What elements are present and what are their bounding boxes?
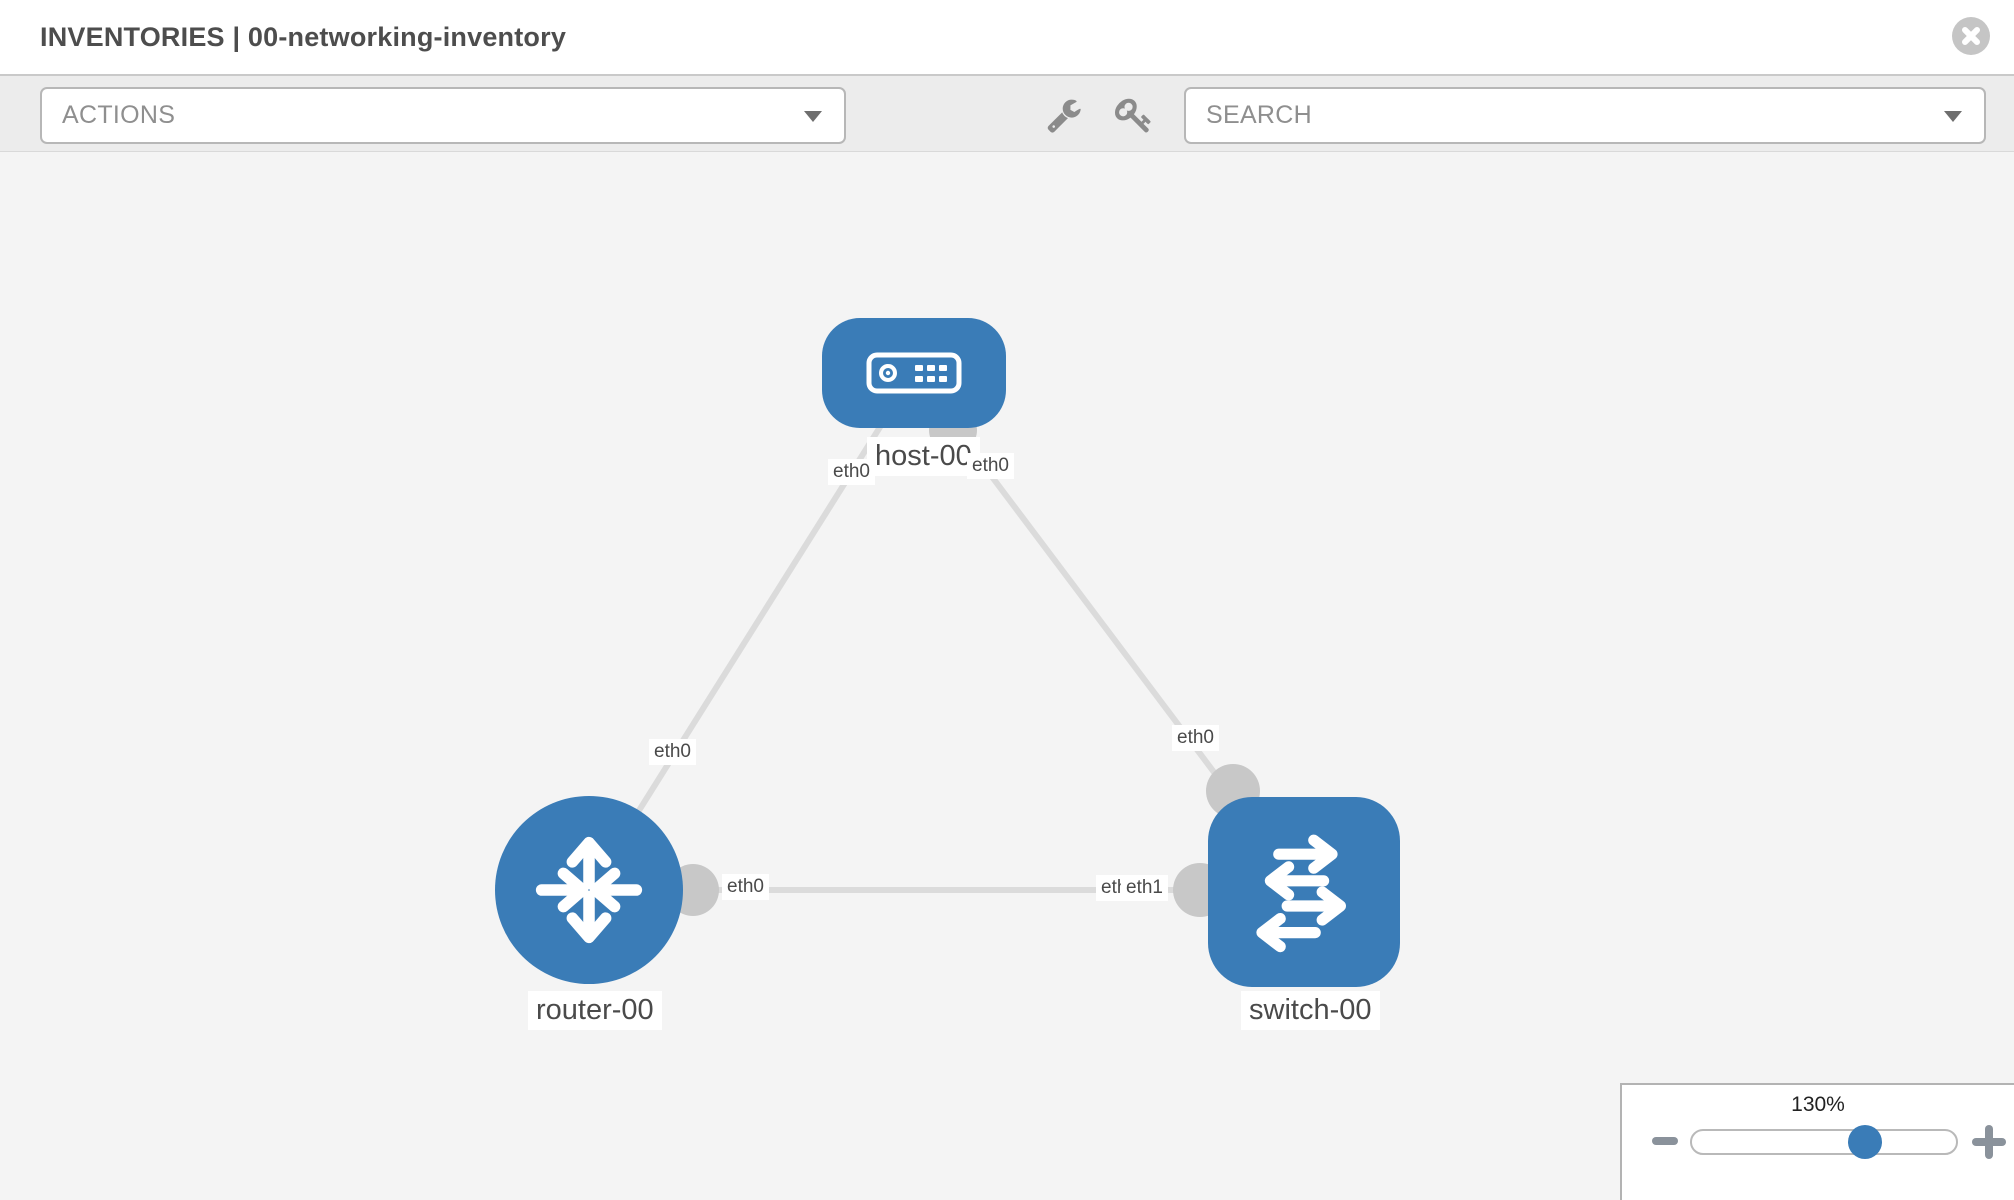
caret-down-icon: [804, 111, 822, 122]
topology-canvas[interactable]: host-00 router-00 switch-00 eth0 eth0 et…: [0, 153, 2014, 1200]
node-switch-00[interactable]: [1208, 797, 1400, 987]
zoom-slider-track[interactable]: [1690, 1129, 1958, 1155]
zoom-out-button[interactable]: [1652, 1137, 1678, 1145]
wrench-icon: [1046, 99, 1082, 136]
interface-label: eth1: [1121, 875, 1168, 901]
interface-label: eth0: [722, 874, 769, 900]
search-dropdown-label: SEARCH: [1206, 101, 1312, 129]
search-dropdown[interactable]: SEARCH: [1184, 87, 1986, 144]
interface-label: eth0: [649, 739, 696, 765]
node-router-00[interactable]: [495, 796, 683, 984]
actions-dropdown-label: ACTIONS: [62, 101, 176, 129]
node-label-host: host-00: [867, 437, 980, 476]
page-title: INVENTORIES | 00-networking-inventory: [40, 22, 567, 52]
toolbar: ACTIONS SEARCH: [0, 74, 2014, 152]
topology-links: [586, 371, 1307, 917]
page-header: INVENTORIES | 00-networking-inventory: [0, 0, 2014, 74]
interface-label: eth0: [1172, 725, 1219, 751]
caret-down-icon: [1944, 111, 1962, 122]
zoom-in-button[interactable]: [1972, 1125, 2006, 1159]
zoom-panel: 130%: [1620, 1083, 2014, 1200]
node-label-router: router-00: [528, 991, 662, 1030]
actions-dropdown[interactable]: ACTIONS: [40, 87, 846, 144]
key-icon: [1115, 98, 1153, 137]
interface-label: eth0: [828, 459, 875, 485]
key-button[interactable]: [1112, 94, 1156, 138]
close-button[interactable]: [1952, 17, 1990, 55]
node-host-00[interactable]: [822, 318, 1006, 428]
zoom-level-value: 130%: [1791, 1093, 1845, 1116]
tools-button[interactable]: [1042, 94, 1086, 138]
interface-label: eth0: [967, 453, 1014, 479]
zoom-slider-handle[interactable]: [1848, 1125, 1882, 1159]
node-label-switch: switch-00: [1241, 991, 1380, 1030]
